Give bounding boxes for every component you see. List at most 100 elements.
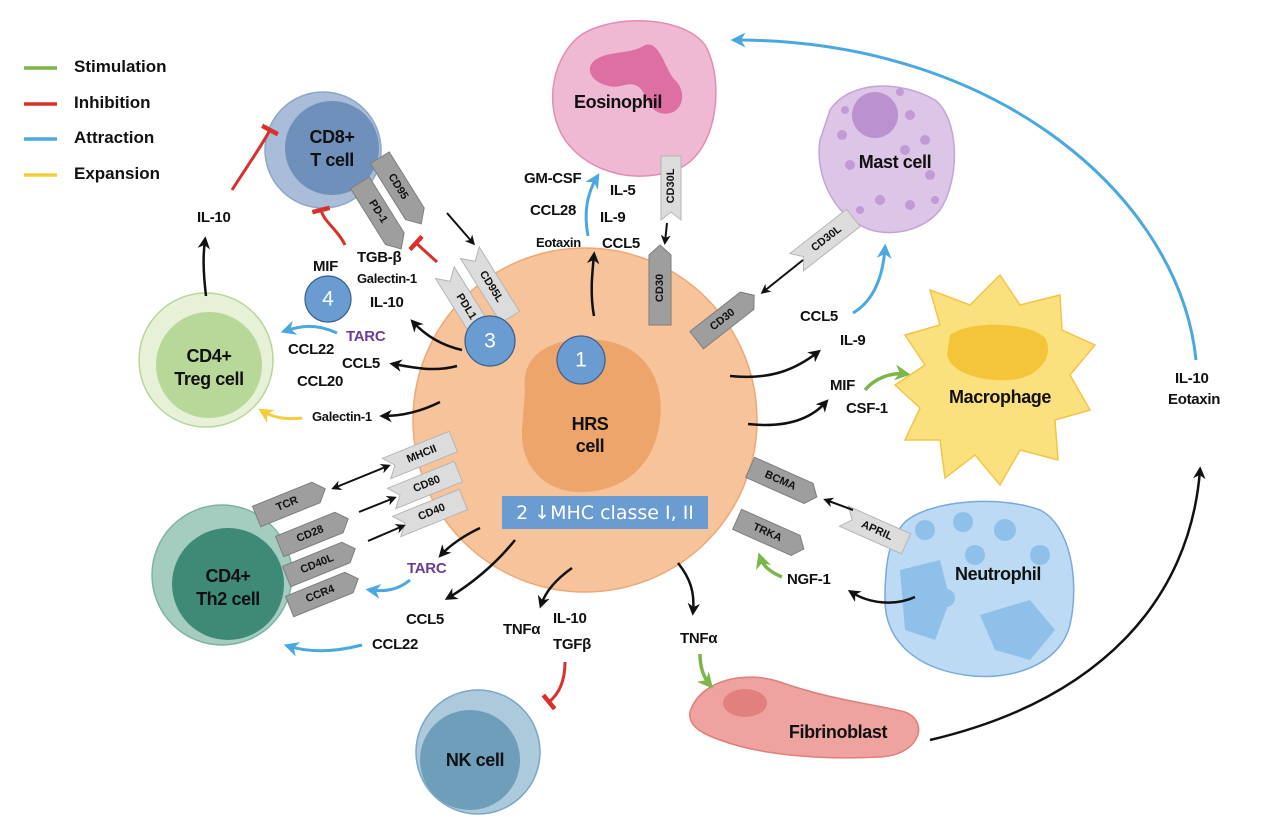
mast-body	[818, 85, 956, 234]
th2-label: CD4+	[206, 566, 251, 586]
th2-label: Th2 cell	[196, 589, 260, 609]
attraction-arrow-eotaxin-to-eosinophil	[730, 32, 1198, 361]
inhibition-tgb-to-cd8	[311, 205, 347, 246]
nk-label: NK cell	[446, 750, 504, 770]
label-il9-right: IL-9	[840, 332, 865, 349]
mhc-box-bg	[502, 496, 708, 529]
arrow-cd30l-cd30-right	[760, 259, 804, 294]
label-tgb-beta: TGB-β	[357, 249, 401, 266]
attraction-to-treg	[280, 320, 338, 335]
cd4-treg-cell: CD4+ Treg cell	[138, 292, 274, 428]
label-ngf1: NGF-1	[787, 571, 831, 588]
marker-number: 1	[575, 349, 587, 372]
arrow-hrs-to-ccl5-il9	[729, 349, 821, 379]
svg-text:CD30L: CD30L	[665, 168, 677, 203]
arrow-hrs-to-eos-cytokines	[586, 251, 600, 317]
receptor-cd28: CD28	[274, 511, 349, 558]
label-ccl5: CCL5	[342, 355, 380, 372]
label-il10: IL-10	[370, 294, 404, 311]
marker-circle	[556, 335, 606, 385]
label-ccl22: CCL22	[288, 341, 334, 358]
receptor-cd40: CD40	[391, 488, 469, 538]
label-csf1: CSF-1	[846, 400, 888, 417]
legend-item-stimulation: Stimulation	[24, 57, 167, 76]
label-ccl5-top: CCL5	[602, 235, 640, 252]
stimulation-ngf1-trka	[756, 552, 783, 579]
cd4-th2-cell: CD4+ Th2 cell	[151, 504, 293, 646]
legend-label: Stimulation	[74, 57, 167, 76]
mast-label: Mast cell	[859, 152, 931, 172]
neutrophil-nucleus-lobes	[900, 512, 1055, 660]
label-il10-nk: IL-10	[553, 610, 587, 627]
receptor-april: APRIL	[838, 505, 912, 555]
cd8-label: CD8+	[310, 127, 355, 147]
legend-label: Attraction	[74, 128, 154, 147]
eosinophil-body	[552, 20, 717, 177]
arrow-hrs-to-tnfa	[677, 562, 701, 616]
label-ccl28: CCL28	[530, 202, 576, 219]
nk-cell: NK cell	[415, 689, 541, 815]
label-il5: IL-5	[610, 182, 635, 199]
receptor-tcr: TCR	[251, 481, 326, 528]
label-tgfb-nk: TGFβ	[553, 636, 591, 653]
arrow-hrs-to-tarc	[438, 526, 481, 558]
receptor-cd80: CD80	[386, 460, 464, 510]
label-tarc-bottom: TARC	[407, 560, 447, 577]
neutrophil-cell: Neutrophil	[884, 500, 1075, 678]
receptor-bcma: BCMA	[744, 456, 818, 504]
label-ccl22-bottom: CCL22	[372, 636, 418, 653]
inhibition-to-nk	[541, 661, 567, 711]
fibroblast-label: Fibrinoblast	[789, 722, 888, 742]
neutrophil-label: Neutrophil	[955, 564, 1041, 584]
attraction-to-mast	[852, 243, 892, 315]
macrophage-cell: Macrophage	[893, 273, 1097, 487]
eosinophil-cell: Eosinophil	[552, 20, 717, 177]
label-il10-treg: IL-10	[197, 209, 231, 226]
label-il9: IL-9	[600, 209, 625, 226]
attraction-ccl22-to-th2	[283, 642, 363, 657]
cd8-nucleus	[285, 101, 379, 195]
inhibition-pdl1-pd1	[408, 234, 439, 264]
macrophage-nucleus	[947, 324, 1049, 381]
fibroblast-cell: Fibrinoblast	[689, 676, 920, 759]
legend-item-inhibition: Inhibition	[24, 93, 150, 112]
label-galectin-1: Galectin-1	[357, 271, 417, 286]
marker-circle	[304, 275, 352, 323]
legend: Stimulation Inhibition Attraction Expans…	[24, 57, 167, 183]
label-tarc: TARC	[346, 328, 386, 345]
arrow-hrs-to-ccl5-bottom	[444, 539, 516, 600]
attraction-to-eosinophil	[584, 173, 600, 237]
stimulation-to-fibroblast	[696, 653, 714, 689]
mast-nucleus	[852, 92, 898, 138]
arrow-neutrophil-to-ngf1	[847, 589, 916, 604]
th2-nucleus	[172, 528, 284, 640]
label-mif: MIF	[313, 258, 338, 275]
expansion-to-treg	[258, 408, 303, 423]
marker-1: 1	[556, 335, 606, 385]
label-galectin-1-left: Galectin-1	[312, 409, 372, 424]
mhc-box-label: 2 ↓MHC classe I, II	[516, 502, 694, 524]
receptor-ccr4: CCR4	[284, 571, 359, 618]
marker-number: 4	[322, 288, 334, 311]
fibroblast-nucleus	[723, 689, 767, 717]
arrow-hrs-to-nk-cytokines	[537, 566, 573, 609]
cd8-label: T cell	[310, 150, 354, 170]
eosinophil-label: Eosinophil	[574, 92, 662, 112]
macrophage-label: Macrophage	[949, 387, 1051, 407]
hrs-nucleus	[521, 339, 661, 493]
arrow-hrs-to-il10	[410, 319, 463, 352]
label-eotaxin-far: Eotaxin	[1168, 391, 1220, 408]
arrow-hrs-to-ccl5	[389, 359, 458, 372]
arrow-cd95-cd95l	[446, 212, 475, 246]
macrophage-body	[893, 273, 1097, 487]
mhc-downregulation-box: 2 ↓MHC classe I, II	[502, 496, 708, 529]
label-ccl5-right: CCL5	[800, 308, 838, 325]
hrs-label: cell	[576, 436, 604, 456]
label-ccl5-bottom: CCL5	[406, 611, 444, 628]
legend-item-expansion: Expansion	[24, 164, 160, 183]
svg-text:CD30: CD30	[654, 274, 666, 302]
hrs-label: HRS	[572, 414, 609, 434]
receptor-trka: TRKA	[731, 508, 805, 556]
stimulation-to-macrophage	[863, 364, 911, 392]
label-ccl20: CCL20	[297, 373, 343, 390]
